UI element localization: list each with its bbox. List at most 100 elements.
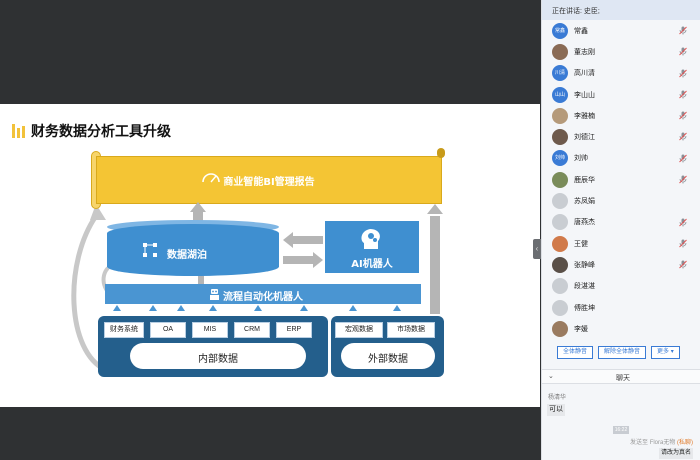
participant-name: 刘德江 — [574, 134, 595, 142]
participant-item[interactable]: 鹿辰华 — [542, 169, 700, 190]
participant-item[interactable]: 刘德江 — [542, 126, 700, 147]
arrow-right-shaft — [283, 256, 313, 264]
avatar — [552, 299, 568, 316]
microphone-icon[interactable] — [679, 239, 687, 248]
avatar: 常鑫 — [552, 22, 568, 39]
external-cloud: 外部数据 — [341, 343, 435, 369]
participant-item[interactable]: 苏凤娟 — [542, 190, 700, 211]
mini-arrow-6 — [300, 305, 308, 311]
mini-arrow-8 — [393, 305, 401, 311]
arrow-left-head — [283, 232, 293, 248]
participant-item[interactable]: 川清高川清 — [542, 63, 700, 84]
microphone-icon[interactable] — [679, 111, 687, 120]
external-systems: 宏观数据 市场数据 — [335, 322, 435, 338]
internal-data-box: 财务系统 OA MIS CRM ERP 内部数据 — [98, 316, 328, 377]
microphone-icon[interactable] — [679, 90, 687, 99]
microphone-icon[interactable] — [679, 218, 687, 227]
participant-item[interactable]: 王健 — [542, 233, 700, 254]
participant-item[interactable]: 刘帅刘帅 — [542, 148, 700, 169]
send-to-name: Flora无物 — [649, 440, 676, 446]
avatar — [552, 235, 568, 252]
participant-item[interactable]: 唐燕杰 — [542, 212, 700, 233]
participant-name: 李山山 — [574, 91, 595, 99]
microphone-icon[interactable] — [679, 132, 687, 141]
collapse-panel-handle[interactable]: ‹ — [533, 239, 541, 259]
participants-panel: 正在讲话: 史臣; 常鑫常鑫董志刚川清高川清山山李山山李雅楠刘德江刘帅刘帅鹿辰华… — [541, 0, 700, 460]
avatar — [552, 107, 568, 124]
arrow-up-tall-head — [427, 204, 443, 214]
arrow-up-tall-shaft — [430, 216, 440, 314]
mini-arrow-2 — [149, 305, 157, 311]
robot-icon — [210, 289, 219, 300]
participant-name: 刘帅 — [574, 155, 588, 163]
chat-time: 16:22 — [613, 426, 629, 434]
mini-arrow-4 — [209, 305, 217, 311]
ai-robot-text: AI机器人 — [351, 259, 393, 270]
moderation-buttons: 全体静音 解除全体静音 更多 ▾ — [542, 346, 700, 359]
participant-item[interactable]: 李雅楠 — [542, 105, 700, 126]
participant-name: 张静峰 — [574, 261, 595, 269]
rename-request-button[interactable]: 请改为真名 — [659, 448, 693, 459]
chat-title: 聊天 — [616, 375, 630, 382]
chat-sender: 杨清华 — [548, 395, 567, 401]
participant-list: 常鑫常鑫董志刚川清高川清山山李山山李雅楠刘德江刘帅刘帅鹿辰华苏凤娟唐燕杰王健张静… — [542, 20, 700, 339]
participant-name: 高川清 — [574, 70, 595, 78]
slide-title-text: 财务数据分析工具升级 — [31, 124, 171, 140]
participant-item[interactable]: 山山李山山 — [542, 84, 700, 105]
unmute-all-button[interactable]: 解除全体静音 — [598, 346, 647, 359]
system-erp: ERP — [276, 322, 312, 338]
microphone-icon[interactable] — [679, 154, 687, 163]
avatar — [552, 193, 568, 210]
participant-name: 段湛湛 — [574, 283, 595, 291]
participant-item[interactable]: 常鑫常鑫 — [542, 20, 700, 41]
arrow-up-shaft — [193, 212, 203, 222]
mini-arrow-7 — [349, 305, 357, 311]
bi-report-banner: 商业智能BI管理报告 — [96, 156, 442, 204]
send-to-private: (私聊) — [677, 440, 694, 446]
system-oa: OA — [150, 322, 186, 338]
presentation-stage: 财务数据分析工具升级 商业智能BI管理报告 — [0, 104, 541, 407]
chat-message: 可以 — [547, 404, 565, 416]
participant-name: 唐燕杰 — [574, 219, 595, 227]
participant-item[interactable]: 李媛 — [542, 318, 700, 339]
participant-name: 李雅楠 — [574, 112, 595, 120]
avatar — [552, 278, 568, 295]
chevron-down-icon[interactable]: ⌄ — [548, 373, 554, 380]
speedometer-icon — [202, 173, 220, 183]
participant-name: 傅胜坤 — [574, 304, 595, 312]
mini-arrow-1 — [113, 305, 121, 311]
avatar — [552, 129, 568, 146]
microphone-icon[interactable] — [679, 26, 687, 35]
participant-name: 鹿辰华 — [574, 176, 595, 184]
external-data-label: 外部数据 — [368, 354, 408, 365]
banner-scroll-right — [437, 148, 445, 158]
avatar — [552, 43, 568, 60]
more-button[interactable]: 更多 ▾ — [651, 346, 680, 359]
microphone-icon[interactable] — [679, 260, 687, 269]
microphone-icon[interactable] — [679, 69, 687, 78]
chat-header[interactable]: ⌄ 聊天 — [542, 369, 700, 384]
participant-item[interactable]: 傅胜坤 — [542, 297, 700, 318]
external-data-box: 宏观数据 市场数据 外部数据 — [331, 316, 444, 377]
arrow-right-head — [313, 252, 323, 268]
ai-robot-box: AI机器人 — [325, 221, 419, 273]
rpa-bar: 流程自动化机器人 — [105, 284, 421, 304]
speaking-indicator: 正在讲话: 史臣; — [542, 0, 700, 20]
avatar: 刘帅 — [552, 150, 568, 167]
send-to-prefix: 发送至 — [630, 440, 649, 446]
mute-all-button[interactable]: 全体静音 — [557, 346, 594, 359]
ai-head-icon — [361, 229, 380, 249]
participant-item[interactable]: 张静峰 — [542, 254, 700, 275]
participant-item[interactable]: 董志刚 — [542, 41, 700, 62]
microphone-icon[interactable] — [679, 175, 687, 184]
send-target[interactable]: 发送至 Flora无物 (私聊) — [630, 437, 693, 446]
system-macro: 宏观数据 — [335, 322, 383, 338]
internal-systems: 财务系统 OA MIS CRM ERP — [104, 322, 312, 338]
participant-name: 常鑫 — [574, 27, 588, 35]
feedback-curve-arrow — [71, 204, 108, 372]
participant-name: 李媛 — [574, 325, 588, 333]
microphone-icon[interactable] — [679, 47, 687, 56]
mini-arrow-5 — [254, 305, 262, 311]
participant-item[interactable]: 段湛湛 — [542, 276, 700, 297]
data-lake: 数据湖泊 — [107, 224, 279, 276]
